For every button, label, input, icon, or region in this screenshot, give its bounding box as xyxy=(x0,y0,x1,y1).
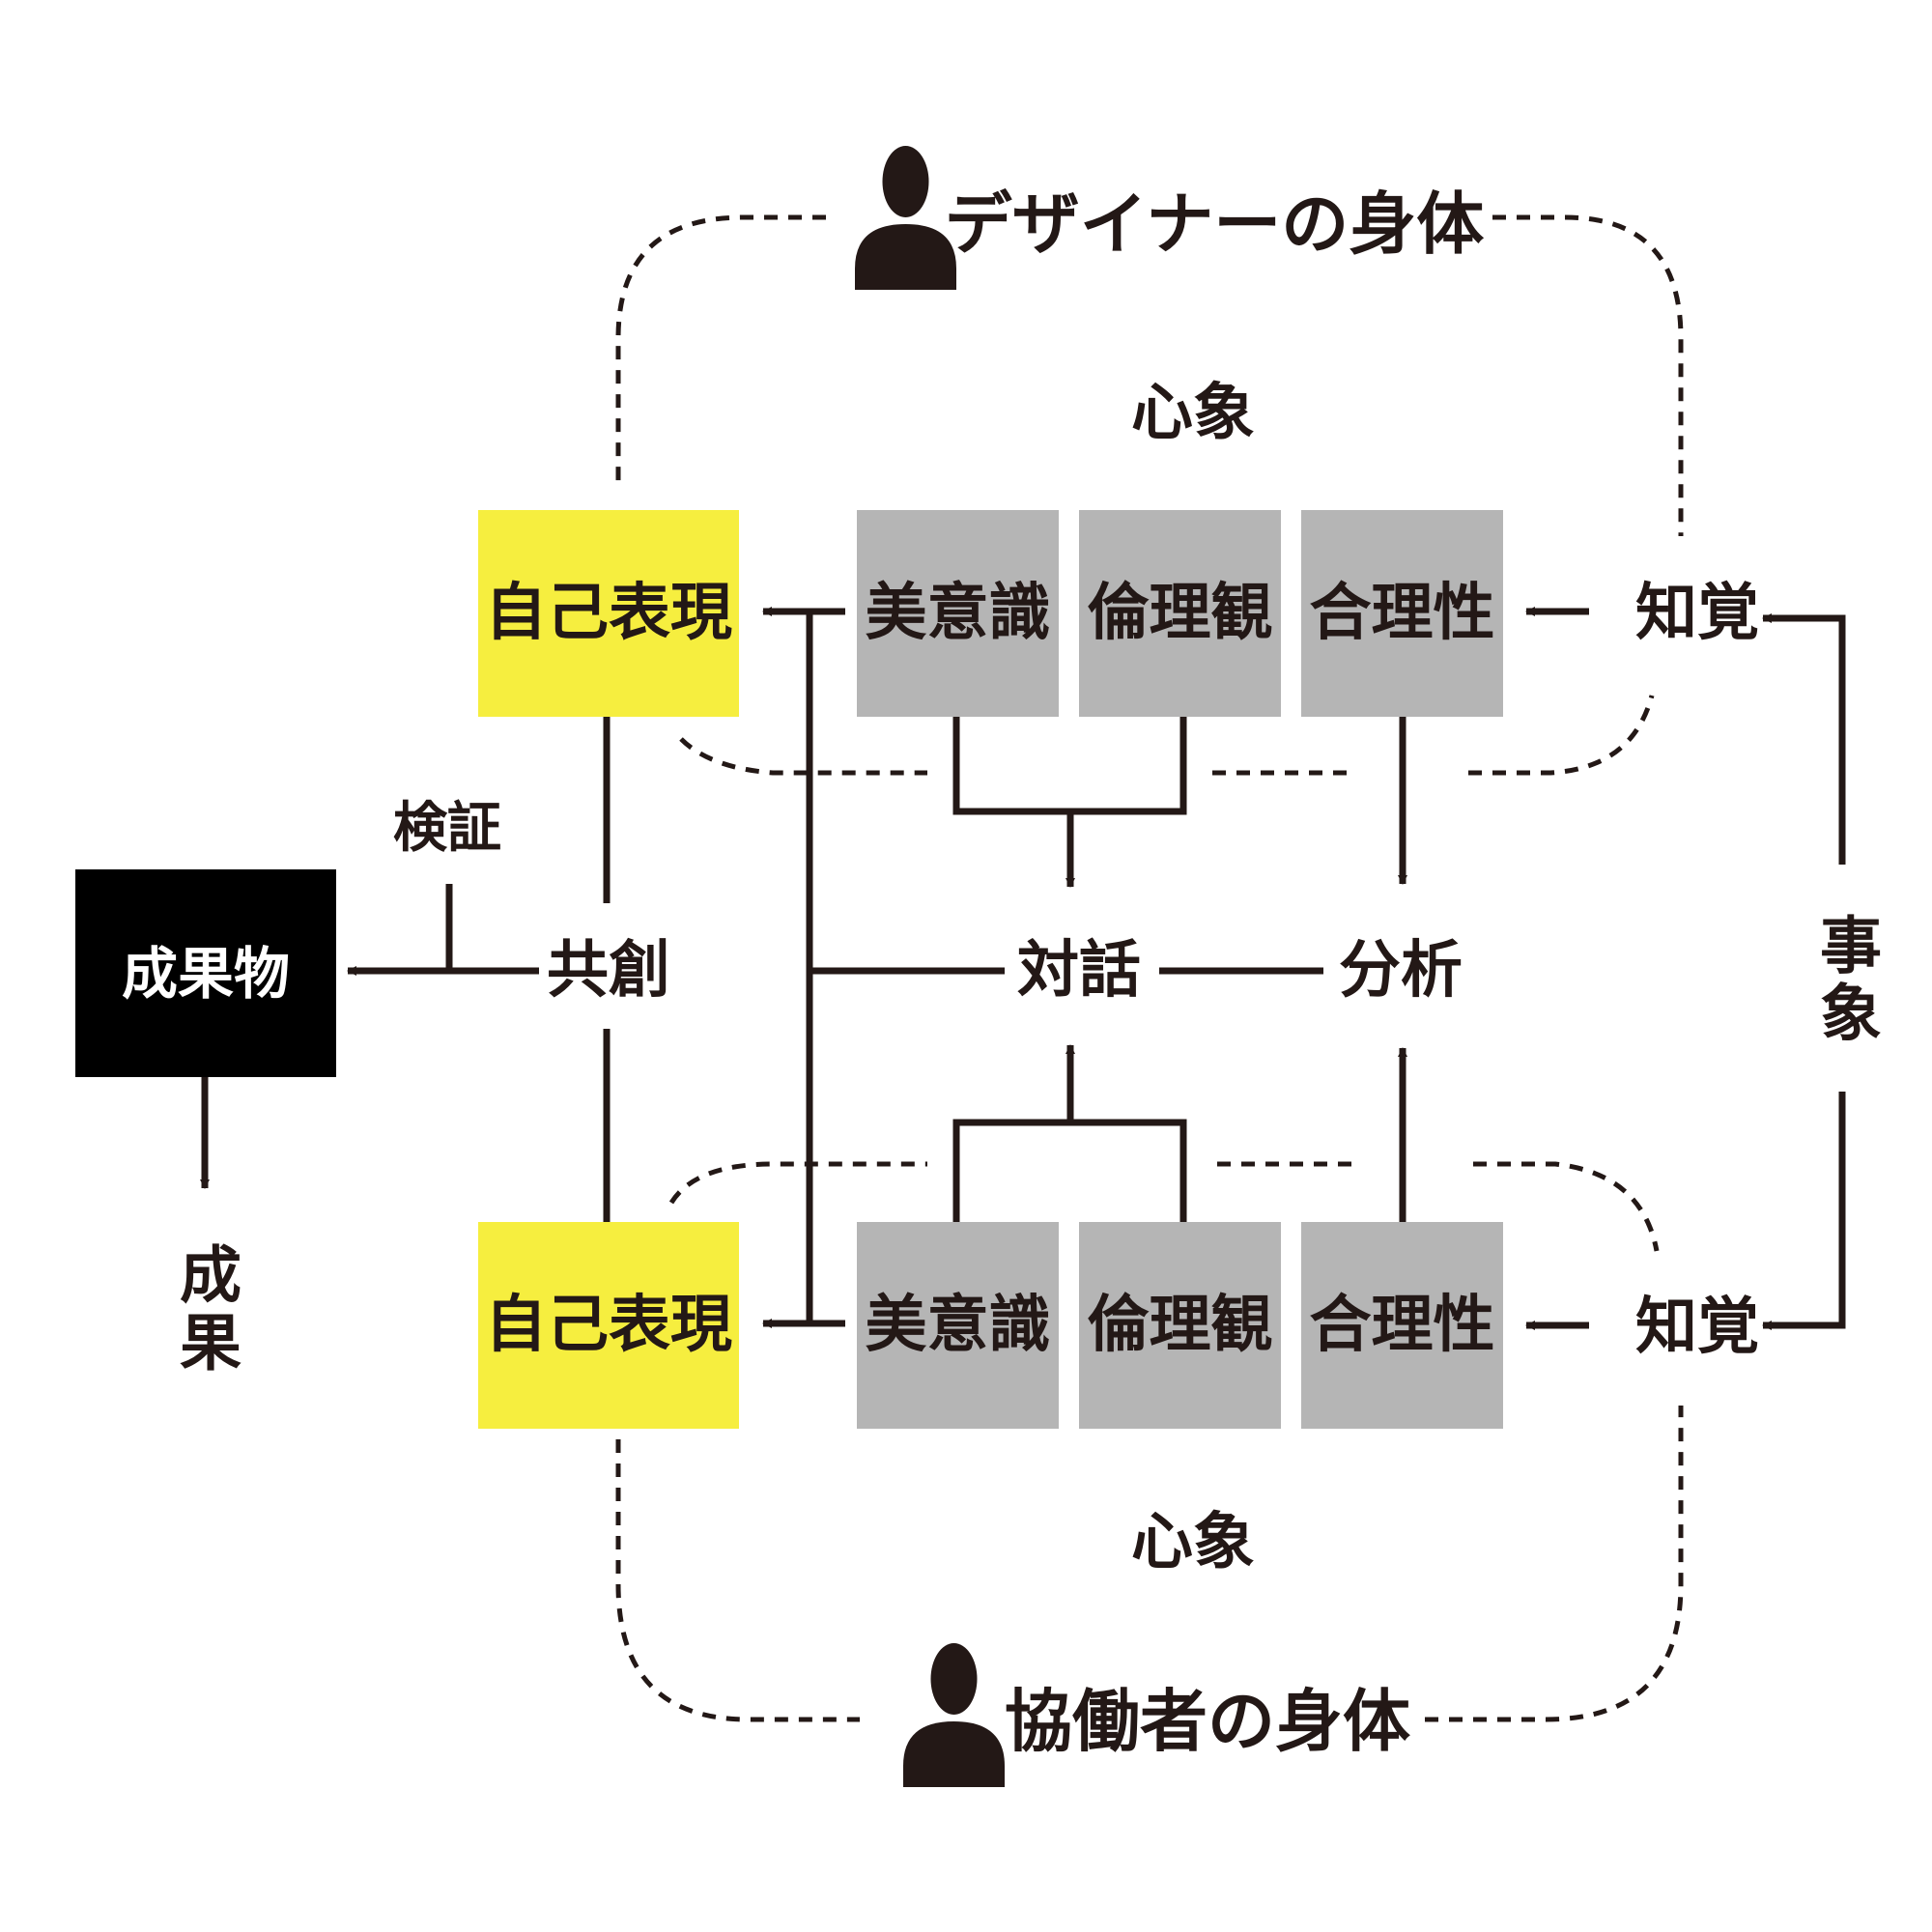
outcome-label: 成果 xyxy=(169,1242,241,1378)
designer-body-outline xyxy=(1468,695,1655,776)
ethics-box-bottom: 倫理観 xyxy=(1079,1222,1281,1429)
deliverable-box: 成果物 xyxy=(75,869,336,1077)
body-boundaries xyxy=(615,214,1684,1722)
designer-body-outline xyxy=(679,737,927,776)
ethics-box-top: 倫理観 xyxy=(1079,510,1281,717)
analysis-label: 分析 xyxy=(1339,935,1463,1007)
collaborator-body-label: 協働者の身体 xyxy=(1005,1682,1410,1761)
aesthetic-box-top: 美意識 xyxy=(857,510,1059,717)
collaborator-body-outline xyxy=(668,1161,927,1205)
rationality-box-bottom: 合理性 xyxy=(1301,1222,1503,1429)
mental-image-label-bottom: 心象 xyxy=(1131,1507,1255,1578)
connectors xyxy=(200,607,1846,1330)
phenomenon-label: 事象 xyxy=(1809,913,1881,1048)
aesthetic-box-bottom: 美意識 xyxy=(857,1222,1059,1429)
mental-image-label-top: 心象 xyxy=(1131,378,1255,449)
verification-label: 検証 xyxy=(393,797,501,860)
designer-body-label: デザイナーの身体 xyxy=(944,185,1485,264)
collaborator-body-outline xyxy=(1473,1161,1660,1252)
rationality-box-top: 合理性 xyxy=(1301,510,1503,717)
perception-label-top: 知覚 xyxy=(1635,578,1759,649)
perception-label-bottom: 知覚 xyxy=(1635,1292,1759,1363)
self-expression-box-top: 自己表現 xyxy=(478,510,739,717)
collaborator-person-icon xyxy=(903,1643,1005,1787)
collaborator-body-outline xyxy=(1425,1406,1684,1722)
designer-body-outline xyxy=(1492,214,1684,536)
dialogue-label: 対話 xyxy=(1017,935,1141,1007)
designer-body-outline xyxy=(615,214,826,483)
self-expression-box-bottom: 自己表現 xyxy=(478,1222,739,1429)
co-creation-label: 共創 xyxy=(547,935,670,1007)
designer-person-icon xyxy=(855,146,956,290)
collaborator-body-outline xyxy=(615,1439,860,1722)
